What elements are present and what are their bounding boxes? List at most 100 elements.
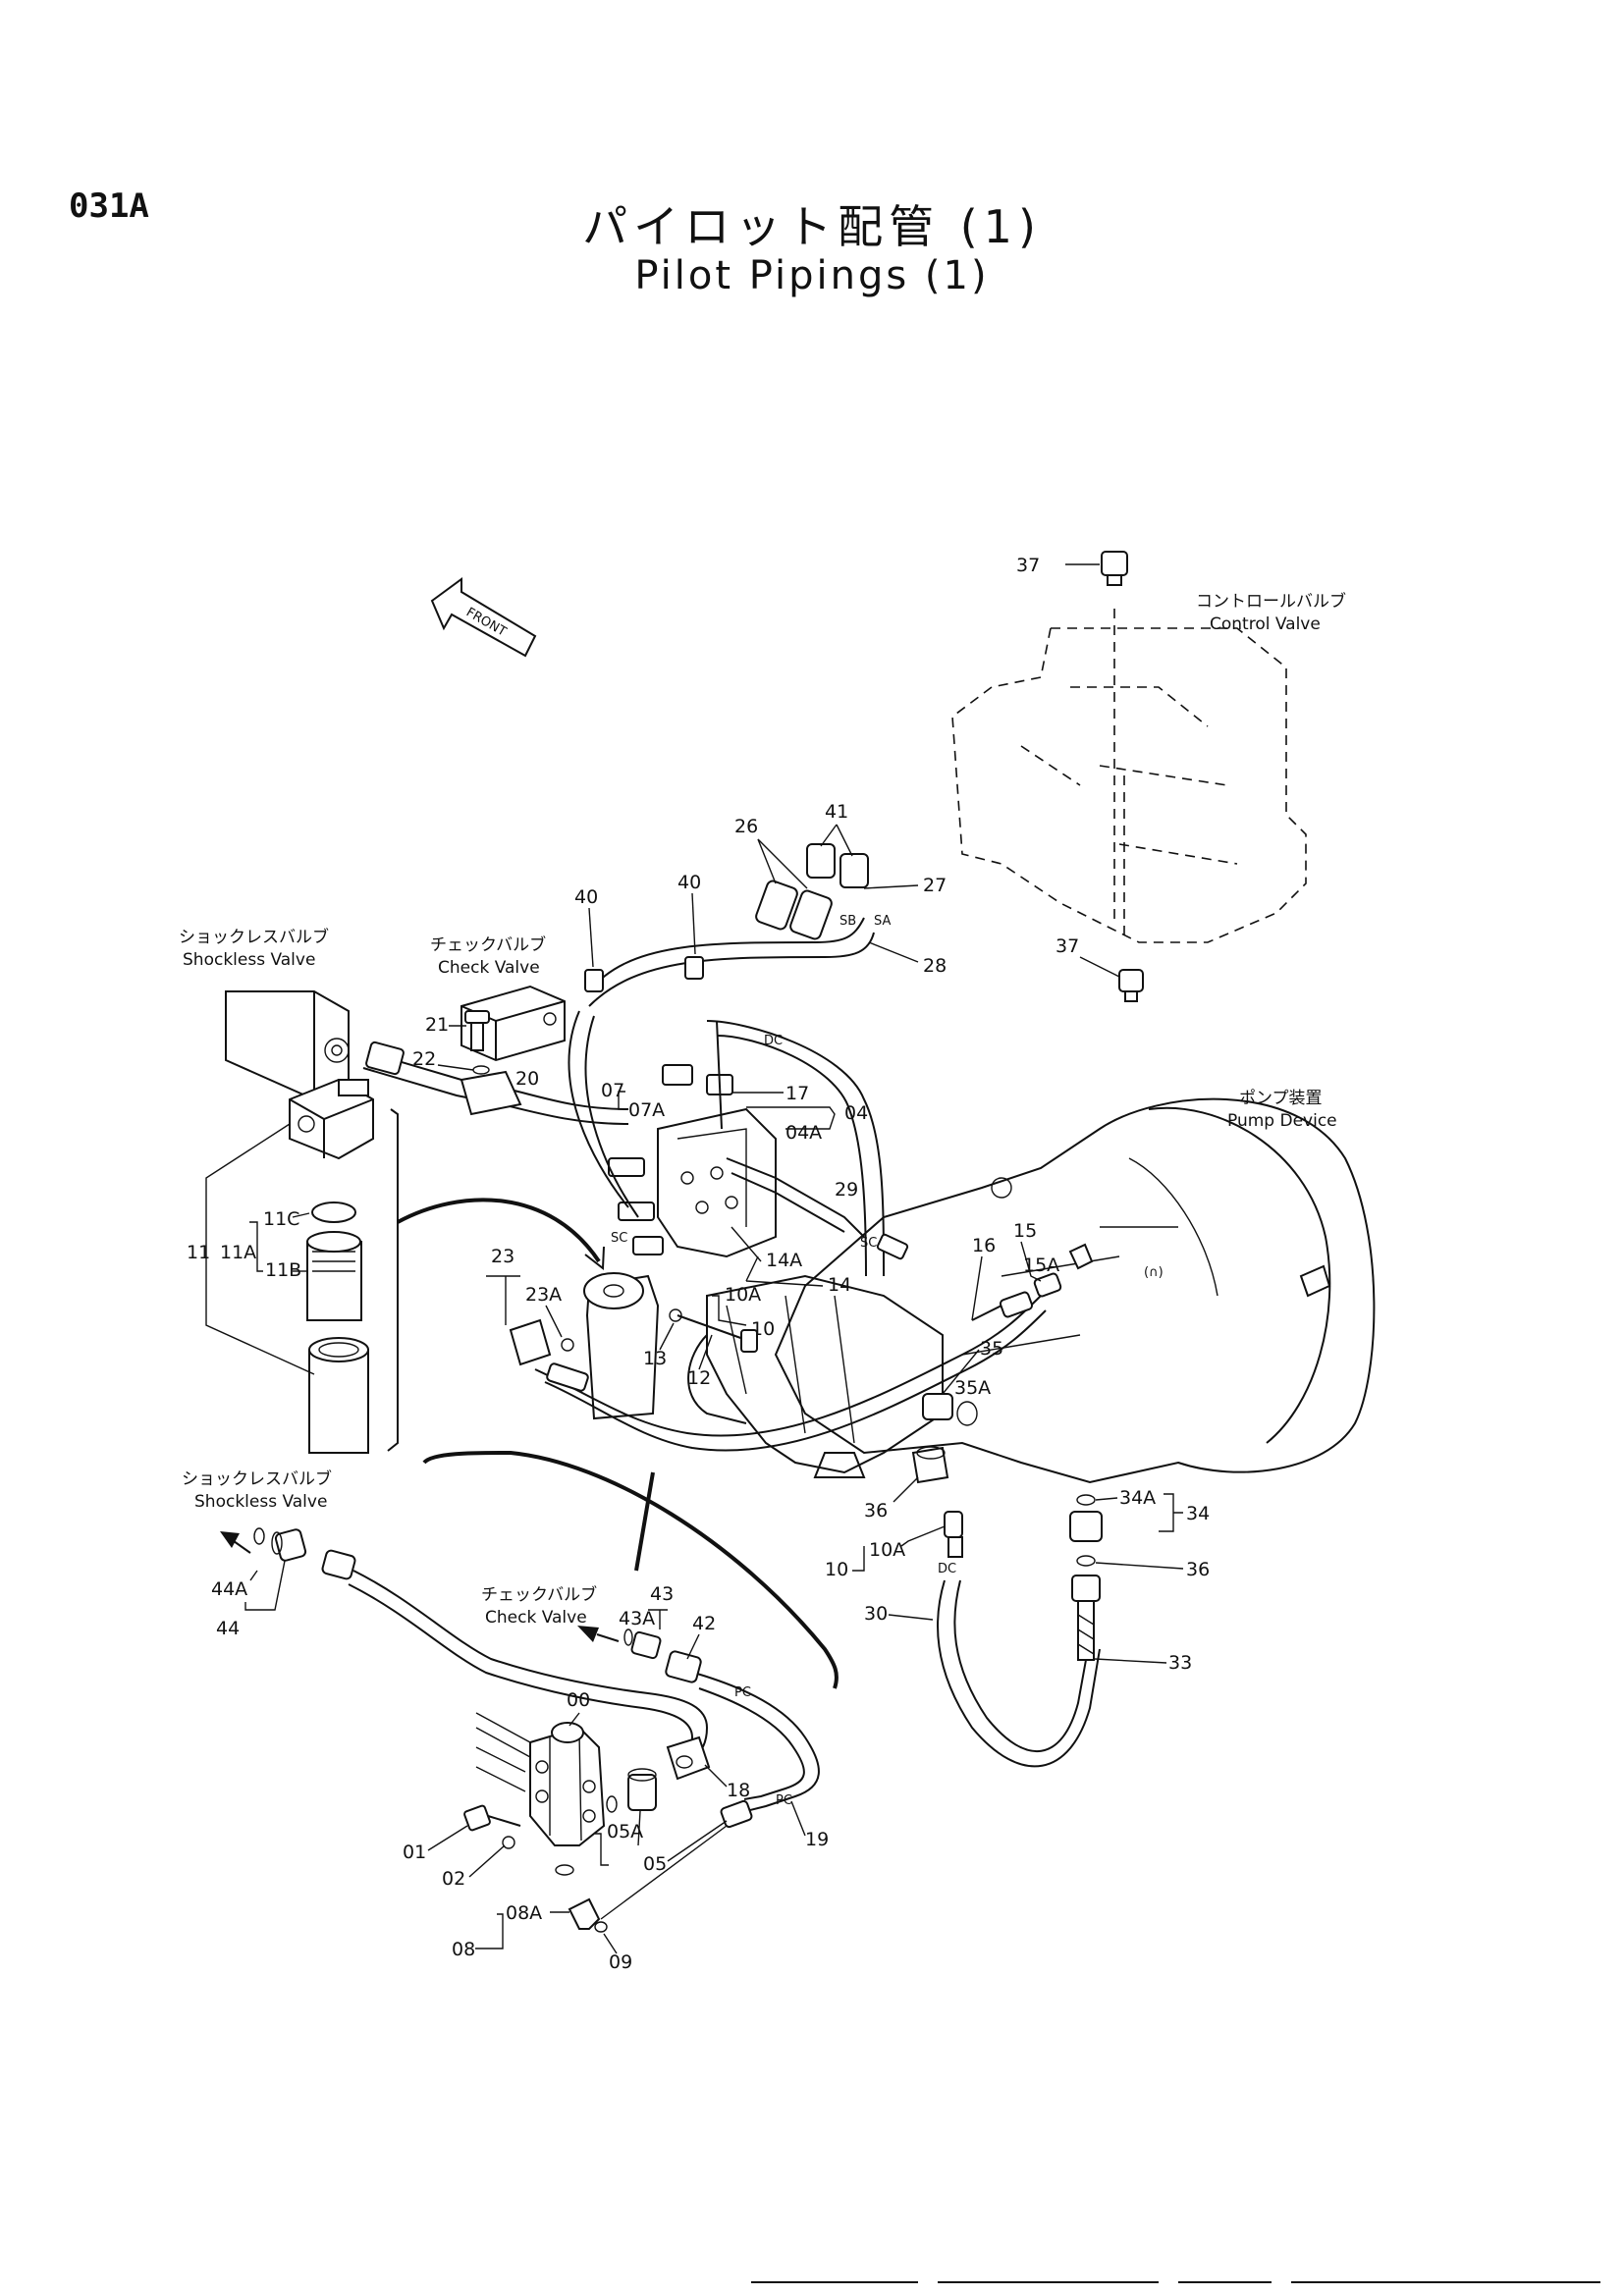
fitting-37-bottom: [1079, 956, 1144, 1002]
control-valve-jp: コントロールバルブ: [1196, 591, 1346, 612]
fittings-26-41: [755, 824, 919, 963]
hydraulic-pump-body: [687, 1274, 944, 1478]
pump-device-en: Pump Device: [1227, 1111, 1337, 1131]
fitting-37-top: [1065, 551, 1128, 586]
callout-30: 30: [864, 1603, 888, 1625]
callout-37-top: 37: [1016, 555, 1040, 576]
port-pc-top: PC: [734, 1685, 751, 1700]
callout-17: 17: [785, 1083, 809, 1104]
callout-20: 20: [515, 1068, 539, 1090]
check-valve-bottom-jp: チェックバルブ: [481, 1584, 597, 1605]
clamp-40: [584, 956, 704, 992]
fittings-44: [253, 1527, 307, 1562]
callout-22: 22: [412, 1048, 436, 1070]
arrow-filter-to-23: [397, 1198, 601, 1263]
shockless-valve-bottom-en: Shockless Valve: [194, 1492, 327, 1512]
callout-19: 19: [805, 1829, 829, 1850]
callout-29: 29: [835, 1179, 858, 1201]
callout-43: 43: [650, 1583, 674, 1605]
callout-33: 33: [1168, 1652, 1192, 1674]
svg-text:(∩): (∩): [1144, 1265, 1164, 1280]
fittings-42-43: [623, 1629, 702, 1683]
callout-34a: 34A: [1119, 1487, 1156, 1509]
callout-05a: 05A: [607, 1821, 643, 1842]
shockless-valve-top-jp: ショックレスバルブ: [179, 927, 329, 947]
callout-09: 09: [609, 1951, 632, 1973]
port-sb: SB: [839, 914, 856, 929]
check-valve-top-en: Check Valve: [438, 958, 540, 978]
pilot-hoses-upper: [568, 917, 909, 1277]
callout-04a: 04A: [785, 1122, 822, 1144]
detail-bracket: [422, 1450, 839, 1689]
callout-08: 08: [452, 1939, 475, 1960]
callout-05: 05: [643, 1853, 667, 1875]
hose-19: [696, 1673, 820, 1829]
arrow-to-check-valve: [577, 1626, 620, 1642]
callout-26: 26: [734, 816, 758, 837]
pump-device: (∩): [774, 1097, 1376, 1484]
callout-07: 07: [601, 1080, 624, 1101]
fittings-15-16-35: [922, 1243, 1094, 1426]
callout-15a: 15A: [1023, 1255, 1059, 1276]
callout-34: 34: [1186, 1503, 1210, 1524]
callout-16: 16: [972, 1235, 996, 1256]
callout-23: 23: [491, 1246, 514, 1267]
shockless-valve-top-en: Shockless Valve: [183, 950, 315, 970]
pipe-20-assembly: [362, 1010, 629, 1125]
callout-41: 41: [825, 801, 848, 823]
port-sc-2: SC: [860, 1236, 877, 1251]
callout-11a: 11A: [220, 1242, 256, 1263]
pipe-18: [321, 1549, 711, 1781]
fittings-05: [606, 1768, 657, 1813]
port-pc-bottom: PC: [776, 1793, 792, 1808]
accumulator-valve-23: [509, 1272, 758, 1420]
control-valve-en: Control Valve: [1210, 614, 1321, 634]
port-sa: SA: [874, 914, 891, 929]
callout-36-left: 36: [864, 1500, 888, 1522]
callout-11b: 11B: [265, 1259, 301, 1281]
pump-device-jp: ポンプ装置: [1239, 1089, 1323, 1108]
callout-14a: 14A: [766, 1250, 802, 1271]
callout-07a: 07A: [628, 1099, 665, 1121]
title-japanese: パイロット配管 (1): [582, 200, 1042, 253]
callout-04: 04: [844, 1102, 868, 1124]
valve-block-00: [475, 1712, 606, 1876]
callout-42: 42: [692, 1613, 716, 1634]
arrow-head-23: [584, 1246, 605, 1270]
arrow-to-shockless-valve: [220, 1531, 251, 1554]
callout-13: 13: [643, 1348, 667, 1369]
port-dc-bottom: DC: [938, 1562, 956, 1576]
page-id: 031A: [69, 187, 149, 226]
callout-40-left: 40: [574, 886, 598, 908]
callout-44: 44: [216, 1618, 240, 1639]
callout-10-bottom: 10: [825, 1559, 848, 1580]
check-valve-top-jp: チェックバルブ: [430, 934, 546, 955]
callout-15: 15: [1013, 1220, 1037, 1242]
detail-link: [634, 1471, 655, 1572]
filter-bracket: [205, 1123, 315, 1375]
callout-35: 35: [980, 1338, 1003, 1360]
callout-36-right: 36: [1186, 1559, 1210, 1580]
port-dc-top: DC: [764, 1034, 783, 1048]
callout-11: 11: [187, 1242, 210, 1263]
callout-01: 01: [403, 1842, 426, 1863]
front-arrow: FRONT: [430, 577, 537, 658]
callout-44a: 44A: [211, 1578, 247, 1600]
callout-43a: 43A: [619, 1608, 655, 1629]
control-valve-outline: [951, 609, 1307, 943]
callout-35a: 35A: [954, 1377, 991, 1399]
port-sc: SC: [611, 1231, 627, 1246]
shockless-valve-bottom-jp: ショックレスバルブ: [182, 1468, 332, 1489]
callout-14: 14: [828, 1274, 851, 1296]
bolt-01-washer-02: [463, 1804, 521, 1849]
title-english: Pilot Pipings (1): [634, 253, 990, 298]
hose-23-to-pump: [534, 1295, 1042, 1437]
fittings-08-09: [568, 1825, 728, 1933]
check-valve-bottom-en: Check Valve: [485, 1608, 587, 1628]
callout-37-bottom: 37: [1056, 935, 1079, 957]
callout-11c: 11C: [263, 1208, 299, 1230]
fittings-34-36-33: [1069, 1494, 1103, 1661]
callout-10a-bottom: 10A: [869, 1539, 905, 1561]
callout-12: 12: [687, 1367, 711, 1389]
